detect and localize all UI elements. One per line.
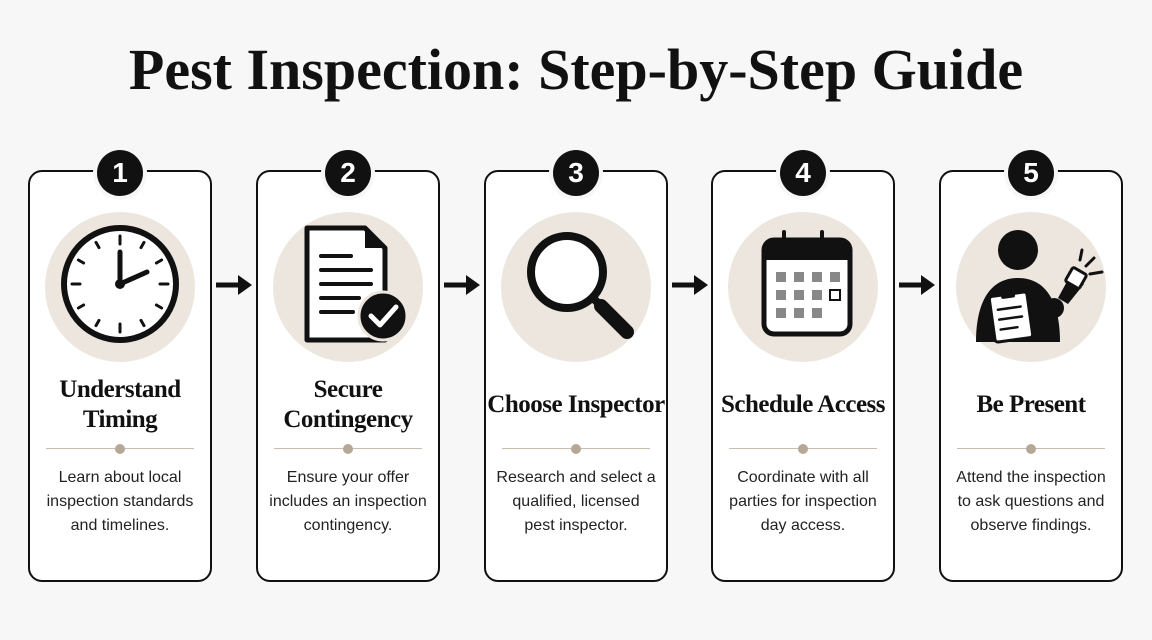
step-description: Ensure your offer includes an inspection… <box>269 469 427 534</box>
step-description: Coordinate with all parties for inspecti… <box>729 469 877 534</box>
calendar-icon <box>728 212 878 362</box>
arrow-right-icon <box>444 275 480 295</box>
magnifier-icon <box>501 212 651 362</box>
step-description: Learn about local inspection standards a… <box>46 469 194 534</box>
step-title: Choose Inspector <box>487 391 665 418</box>
document-check-icon <box>273 212 423 362</box>
step-number-badge: 5 <box>1008 150 1054 196</box>
clock-icon <box>45 212 195 362</box>
divider-dot <box>343 444 353 454</box>
step-title: Schedule Access <box>720 391 886 418</box>
step-number-badge: 3 <box>553 150 599 196</box>
divider-dot <box>571 444 581 454</box>
step-number-badge: 4 <box>780 150 826 196</box>
step-number-badge: 1 <box>97 150 143 196</box>
arrow-right-icon <box>672 275 708 295</box>
arrow-right-icon <box>216 275 252 295</box>
divider-dot <box>798 444 808 454</box>
inspector-flashlight-icon <box>956 212 1106 362</box>
divider-dot <box>115 444 125 454</box>
step-description: Attend the inspection to ask questions a… <box>956 469 1106 534</box>
step-number-badge: 2 <box>325 150 371 196</box>
step-card-2: 2 Secure Contingency Ensure your offer i… <box>256 150 440 582</box>
page-title: Pest Inspection: Step-by-Step Guide <box>128 37 1024 102</box>
step-card-1: 1 Understand Timing Lear <box>28 150 212 582</box>
step-title: Understand Timing <box>59 376 181 433</box>
step-description: Research and select a qualified, license… <box>496 469 656 534</box>
step-title: Secure Contingency <box>283 376 413 433</box>
step-card-5: 5 Be Present Attend the inspection to as… <box>939 150 1123 582</box>
divider-dot <box>1026 444 1036 454</box>
step-title: Be Present <box>976 391 1086 418</box>
step-card-4: 4 Schedule Access Coordinate with all pa… <box>711 150 895 582</box>
arrow-right-icon <box>899 275 935 295</box>
step-card-3: 3 Choose Inspector Research and select a… <box>484 150 668 582</box>
